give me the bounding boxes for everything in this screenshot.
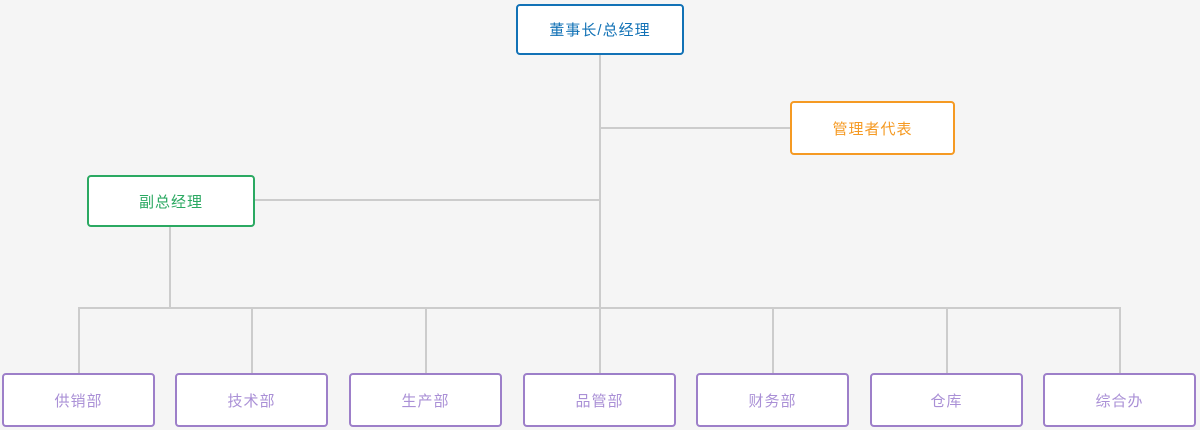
connector-to-deputy	[255, 199, 601, 201]
node-label: 技术部	[227, 392, 276, 410]
node-label: 财务部	[748, 392, 797, 410]
connector-dept-stub	[599, 307, 601, 373]
node-label: 综合办	[1095, 392, 1144, 410]
connector-deputy-down	[169, 227, 171, 309]
node-label: 仓库	[930, 392, 963, 410]
node-deputy-general-manager: 副总经理	[87, 175, 255, 227]
dept-node: 品管部	[523, 373, 676, 427]
dept-node: 生产部	[349, 373, 502, 427]
node-label: 管理者代表	[832, 120, 913, 138]
node-label: 品管部	[575, 392, 624, 410]
dept-node: 供销部	[2, 373, 155, 427]
connector-main-vertical	[599, 55, 601, 373]
connector-to-management-rep	[600, 127, 790, 129]
connector-dept-stub	[251, 307, 253, 373]
connector-dept-stub	[425, 307, 427, 373]
node-label: 生产部	[401, 392, 450, 410]
node-label: 董事长/总经理	[549, 22, 651, 39]
dept-node: 技术部	[175, 373, 328, 427]
node-management-representative: 管理者代表	[790, 101, 955, 155]
connector-dept-stub	[946, 307, 948, 373]
connector-dept-stub	[772, 307, 774, 373]
dept-node: 仓库	[870, 373, 1023, 427]
dept-node: 综合办	[1043, 373, 1196, 427]
node-label: 副总经理	[138, 193, 203, 211]
dept-node: 财务部	[696, 373, 849, 427]
node-label: 供销部	[54, 392, 103, 410]
node-chairman-general-manager: 董事长/总经理	[516, 4, 684, 55]
connector-dept-stub	[1119, 307, 1121, 373]
connector-dept-stub	[78, 307, 80, 373]
